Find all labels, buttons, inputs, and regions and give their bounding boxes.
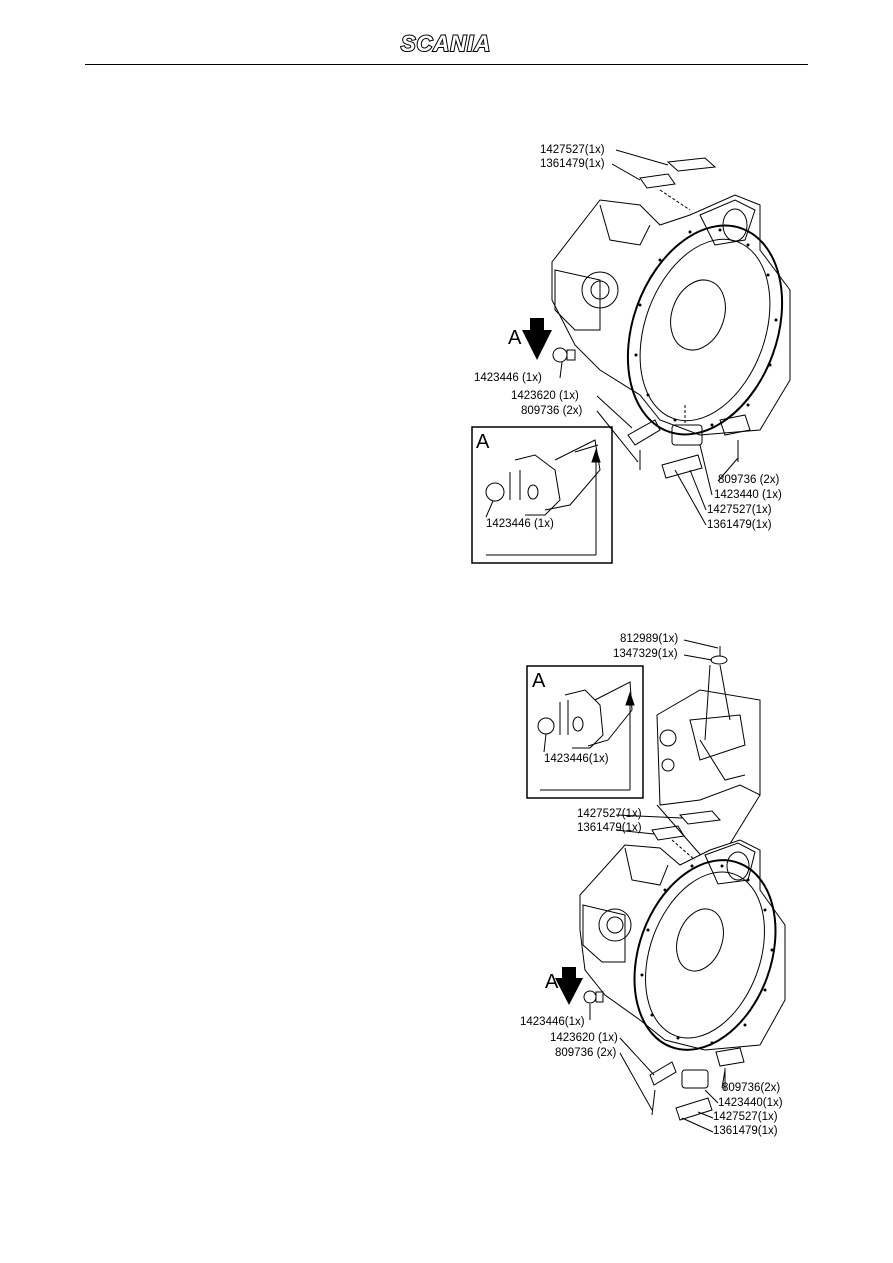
part-label: 1361479(1x) xyxy=(713,1125,778,1137)
part-label: 1361479(1x) xyxy=(707,519,772,531)
part-label: 1423440 (1x) xyxy=(714,489,782,501)
part-label: 809736 (2x) xyxy=(718,474,780,486)
detail-letter-bottom: A xyxy=(532,670,546,692)
part-label: 1423620 (1x) xyxy=(511,390,579,402)
view-arrow-letter-top: A xyxy=(508,327,522,349)
part-label: 809736 (2x) xyxy=(555,1047,617,1059)
header-divider xyxy=(85,64,808,65)
part-label: 1427527(1x) xyxy=(577,808,642,820)
part-label: 1423446 (1x) xyxy=(474,372,542,384)
part-label: 812989(1x) xyxy=(620,633,679,645)
part-label: 1423620 (1x) xyxy=(550,1032,618,1044)
part-label: 809736 (2x) xyxy=(521,405,583,417)
part-label: 1427527(1x) xyxy=(540,144,605,156)
detail-letter-top: A xyxy=(476,431,490,453)
part-label: 1361479(1x) xyxy=(540,158,605,170)
scania-logo: SCANIA xyxy=(400,31,492,56)
part-label: 1361479(1x) xyxy=(577,822,642,834)
view-arrow-top xyxy=(522,318,552,360)
part-label: 1423440(1x) xyxy=(718,1097,783,1109)
detail-label-top: 1423446 (1x) xyxy=(486,518,554,530)
detail-label-bottom: 1423446(1x) xyxy=(544,753,609,765)
part-label: 1427527(1x) xyxy=(707,504,772,516)
part-label: 1423446(1x) xyxy=(520,1016,585,1028)
view-arrow-letter-bottom: A xyxy=(545,971,559,993)
view-arrow-bottom xyxy=(555,967,583,1005)
part-label: 1347329(1x) xyxy=(613,648,678,660)
part-label: 1427527(1x) xyxy=(713,1111,778,1123)
part-label: 809736(2x) xyxy=(722,1082,781,1094)
